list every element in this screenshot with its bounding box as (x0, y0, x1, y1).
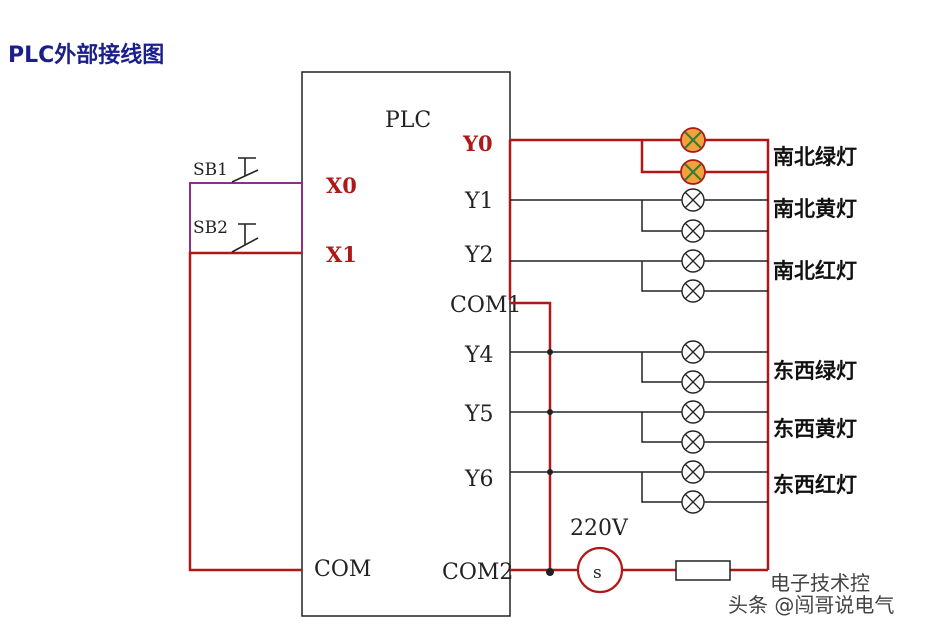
lamp-label-ns-green: 南北绿灯 (773, 145, 857, 169)
sb2-switch (231, 223, 259, 253)
supply-voltage: 220V (570, 516, 629, 541)
output-circuit: s 220V (508, 138, 770, 594)
output-com2-label: COM2 (442, 560, 513, 585)
watermark: 电子技术控 头条 @闯哥说电气 (728, 571, 894, 617)
lamp-icon (681, 279, 705, 303)
sb2-label: SB2 (193, 218, 228, 238)
output-y0-label: Y0 (462, 131, 493, 156)
lamp-icon (681, 490, 705, 514)
output-y1-label: Y1 (464, 189, 494, 214)
watermark-brand: 电子技术控 (770, 571, 870, 595)
x0-wire (189, 182, 302, 253)
lamp-label-ns-red: 南北红灯 (773, 259, 857, 283)
y5-branch (641, 412, 768, 443)
sb1-label: SB1 (193, 160, 228, 180)
y6-branch (641, 472, 768, 503)
lamp-icon (681, 430, 705, 454)
fuse-icon (675, 560, 731, 581)
output-y5-label: Y5 (464, 402, 494, 427)
lamp-icon (681, 370, 705, 394)
output-y4-label: Y4 (464, 343, 494, 368)
y2-branch (641, 261, 768, 292)
y4-branch (641, 352, 768, 383)
junction-dot (547, 349, 553, 355)
lamp-icon (680, 159, 706, 185)
lamp-label-ew-green: 东西绿灯 (773, 359, 857, 383)
x1-com-wire (188, 251, 302, 572)
input-x0-label: X0 (326, 173, 357, 198)
plc-label: PLC (385, 108, 431, 133)
input-circuit: SB1 SB2 (188, 157, 303, 572)
junction-dot (546, 568, 554, 576)
sb1-switch (231, 157, 259, 183)
y1-branch (641, 200, 768, 232)
lamp-label-ew-yellow: 东西黄灯 (773, 417, 857, 441)
junction-dot (547, 409, 553, 415)
lamp-icon (681, 400, 705, 424)
y0-lamp-branch (640, 140, 768, 174)
com1-wire (510, 301, 552, 570)
lamp-icon (680, 127, 706, 153)
input-com-label: COM (314, 557, 371, 582)
lamp-array (680, 127, 706, 514)
page-title: PLC外部接线图 (8, 42, 164, 68)
lamp-icon (681, 249, 705, 273)
ac-source-icon (576, 546, 624, 594)
lamp-icon (681, 340, 705, 364)
watermark-source: 头条 @闯哥说电气 (728, 593, 894, 617)
lamp-label-ns-yellow: 南北黄灯 (773, 197, 857, 221)
lamp-icon (681, 219, 705, 243)
ac-source-symbol: s (593, 563, 602, 583)
lamp-icon (681, 460, 705, 484)
y0-red-wire (510, 138, 770, 570)
output-y6-label: Y6 (464, 467, 494, 492)
plc-box (301, 71, 511, 617)
junction-dot (547, 469, 553, 475)
output-y2-label: Y2 (464, 243, 494, 268)
lamp-label-ew-red: 东西红灯 (773, 473, 857, 497)
lamp-icon (681, 188, 705, 212)
input-x1-label: X1 (326, 242, 357, 267)
